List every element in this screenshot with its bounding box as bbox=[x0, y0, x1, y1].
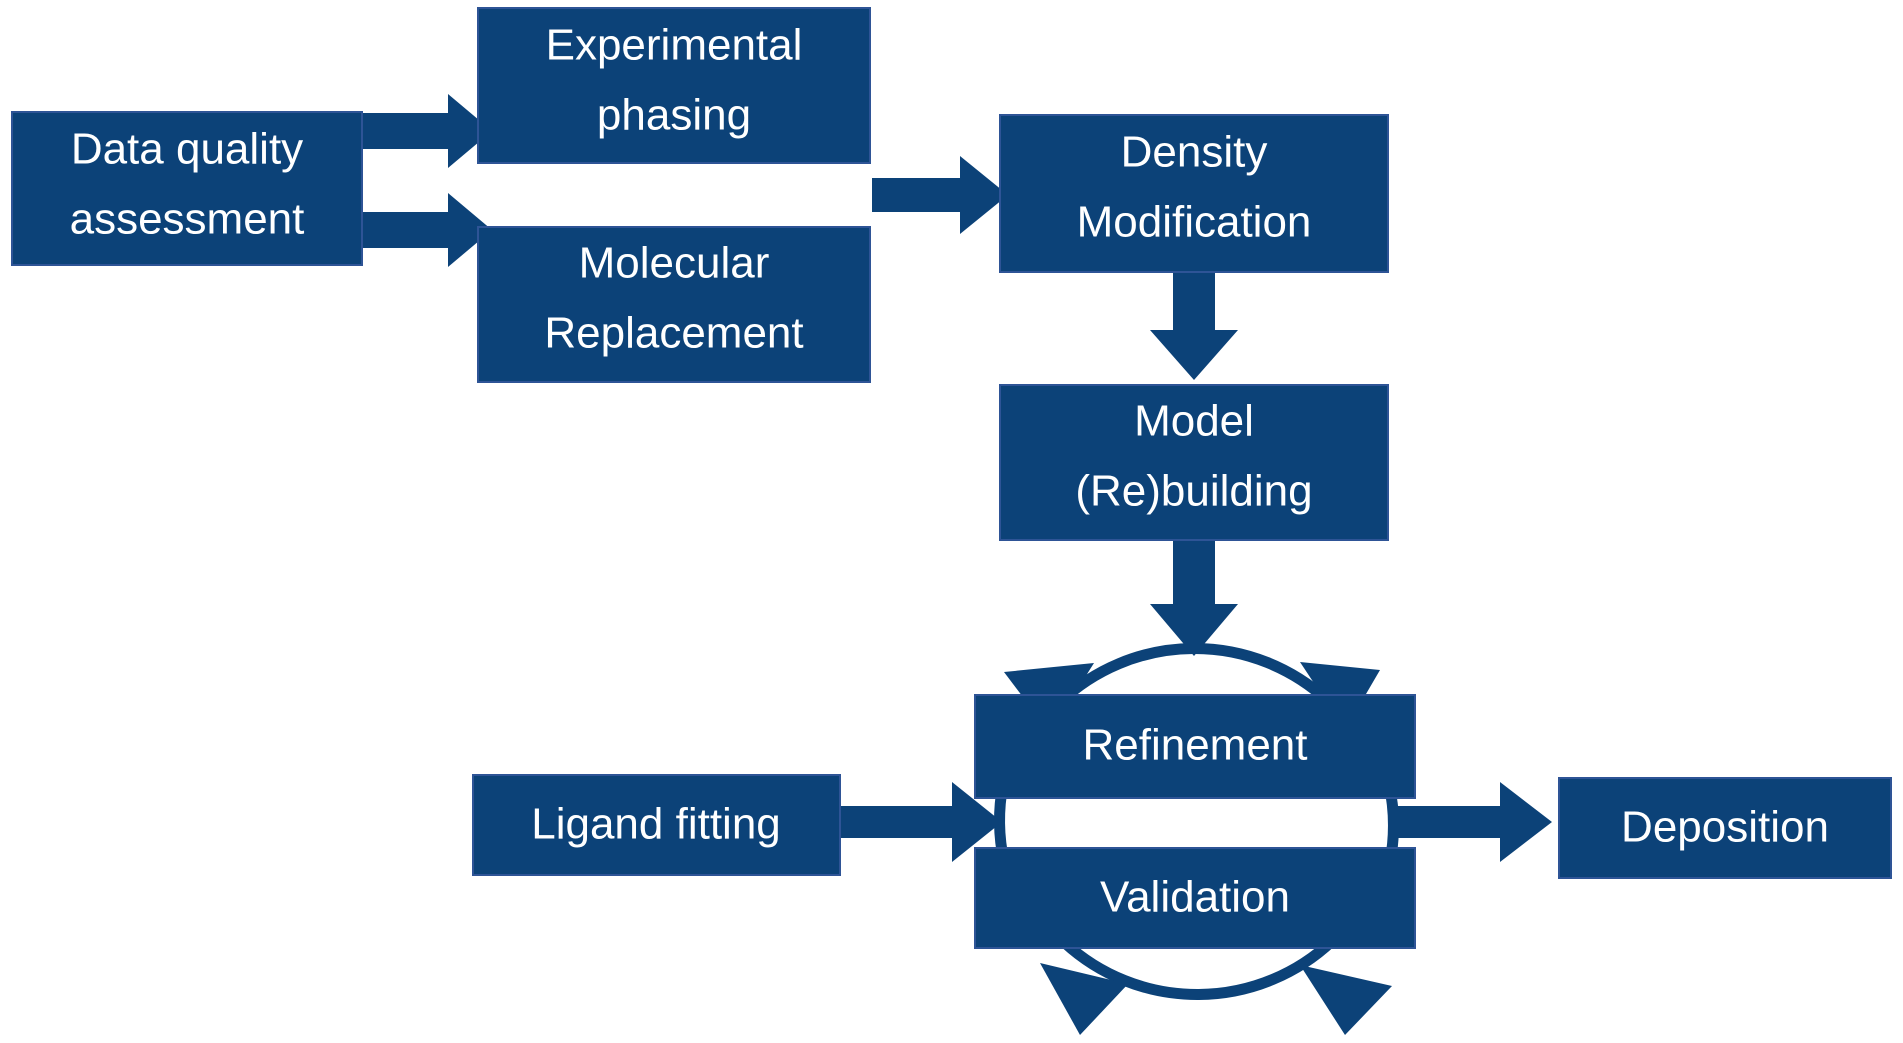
node-label-line1: Experimental bbox=[546, 21, 803, 70]
node-molecular-replacement[interactable]: Molecular Replacement bbox=[477, 226, 871, 383]
node-label-line2: phasing bbox=[597, 91, 751, 140]
connector-model-rebuilding-to-cycle bbox=[1150, 540, 1238, 656]
node-label-line2: Replacement bbox=[544, 309, 803, 358]
node-label-line2: assessment bbox=[70, 195, 305, 244]
node-label-line1: Ligand fitting bbox=[531, 800, 781, 849]
node-label-line1: Data quality bbox=[71, 125, 303, 174]
node-box[interactable] bbox=[472, 774, 841, 876]
connector-ligand-fitting-to-cycle bbox=[840, 782, 1002, 862]
node-box[interactable] bbox=[974, 694, 1416, 799]
node-density-modification[interactable]: Density Modification bbox=[999, 114, 1389, 273]
node-validation[interactable]: Validation bbox=[974, 847, 1416, 949]
cycle-arc-bottom bbox=[1061, 936, 1336, 1000]
node-box[interactable] bbox=[11, 111, 363, 266]
node-box[interactable] bbox=[999, 114, 1389, 273]
node-box[interactable] bbox=[477, 226, 871, 383]
node-box[interactable] bbox=[974, 847, 1416, 949]
node-refinement[interactable]: Refinement bbox=[974, 694, 1416, 799]
connector-cycle-to-deposition bbox=[1390, 782, 1552, 862]
node-label-line1: Deposition bbox=[1621, 803, 1829, 852]
node-box[interactable] bbox=[999, 384, 1389, 541]
node-label-line1: Validation bbox=[1100, 873, 1290, 922]
node-label-line1: Refinement bbox=[1082, 721, 1307, 770]
node-label-line2: Modification bbox=[1077, 198, 1312, 247]
node-experimental-phasing[interactable]: Experimental phasing bbox=[477, 7, 871, 164]
connector-density-modification-to-model-rebuilding bbox=[1150, 272, 1238, 380]
node-data-quality-assessment[interactable]: Data quality assessment bbox=[11, 111, 363, 266]
node-label-line1: Density bbox=[1121, 128, 1268, 177]
connector-dq-to-molecular-replacement bbox=[360, 193, 492, 267]
node-label-line2: (Re)building bbox=[1075, 467, 1312, 516]
cycle-arc-top bbox=[1056, 643, 1331, 707]
cycle-arrow-head-bottom-left bbox=[1040, 963, 1128, 1035]
node-box[interactable] bbox=[477, 7, 871, 164]
node-label-line1: Model bbox=[1134, 397, 1254, 446]
node-box[interactable] bbox=[1558, 777, 1892, 879]
node-ligand-fitting[interactable]: Ligand fitting bbox=[472, 774, 841, 876]
connector-phasing-to-density-modification bbox=[872, 156, 1008, 234]
connector-dq-to-experimental-phasing bbox=[360, 94, 492, 168]
cycle-arrow-head-bottom-right bbox=[1300, 965, 1392, 1035]
node-label-line1: Molecular bbox=[579, 239, 770, 288]
node-deposition[interactable]: Deposition bbox=[1558, 777, 1892, 879]
node-model-rebuilding[interactable]: Model (Re)building bbox=[999, 384, 1389, 541]
